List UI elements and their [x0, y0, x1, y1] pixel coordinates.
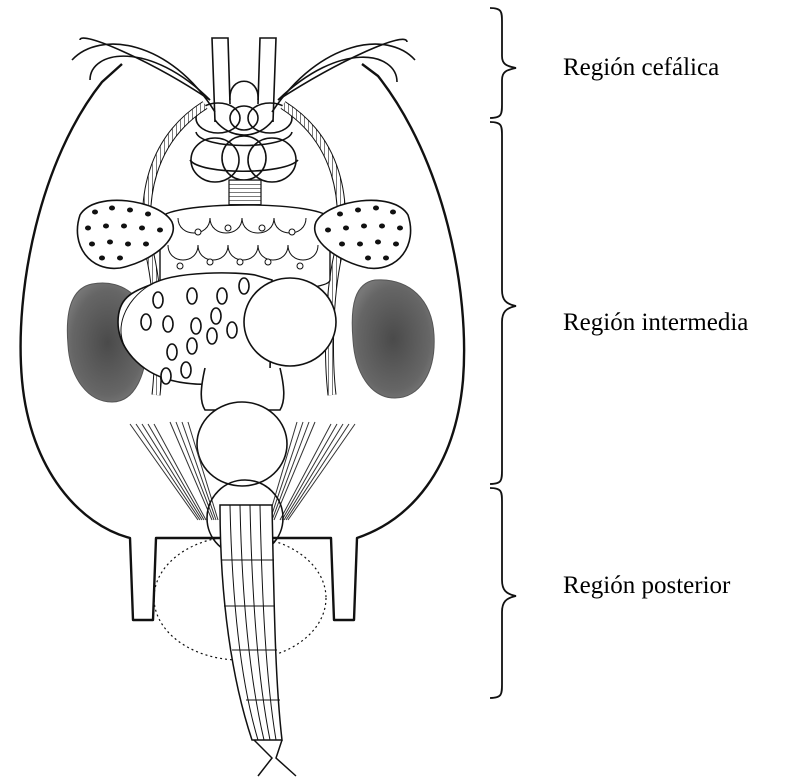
corona: [72, 38, 415, 182]
egg: [244, 278, 336, 366]
brace-intermedia: [490, 122, 516, 484]
region-label-intermedia: Región intermedia: [563, 309, 748, 337]
toes: [254, 740, 296, 776]
region-label-posterior: Región posterior: [563, 572, 730, 600]
foot: [220, 505, 282, 740]
brace-cefalica: [490, 8, 516, 118]
brace-posterior: [490, 488, 516, 698]
region-label-cefalica: Región cefálica: [563, 54, 719, 82]
intestine: [197, 368, 287, 486]
braces: [490, 8, 516, 698]
